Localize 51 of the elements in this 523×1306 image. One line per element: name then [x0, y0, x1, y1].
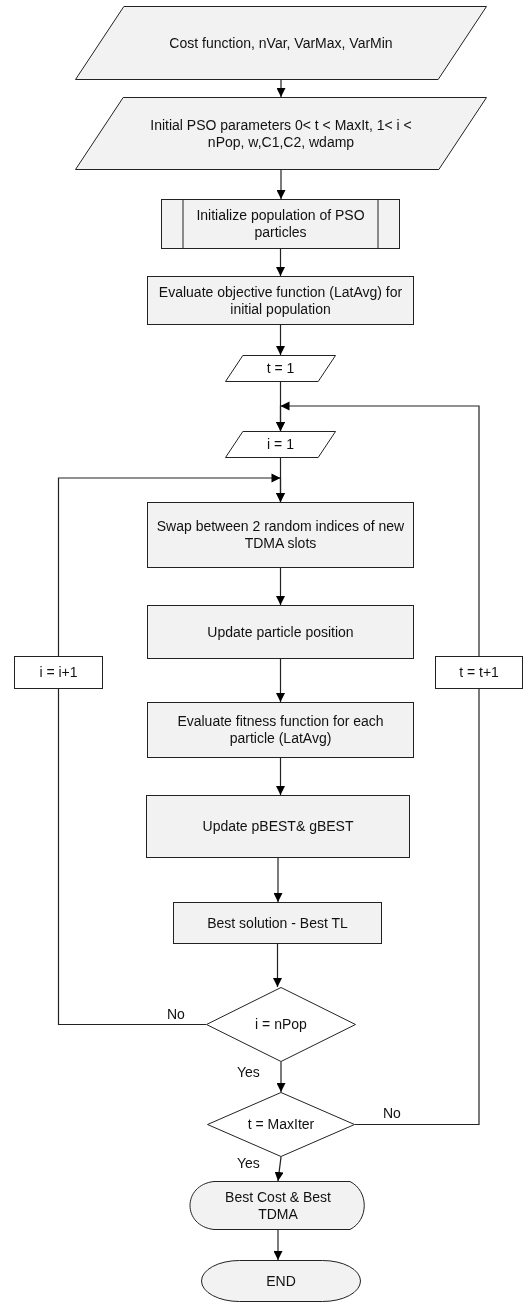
process-box [435, 656, 523, 689]
input-parallelogram [75, 6, 487, 80]
node-text: t = 1 [266, 360, 295, 377]
node-text: Evaluate fitness function for each particle (LatAvg) [176, 713, 385, 747]
arrow [276, 757, 285, 796]
arrow [273, 943, 282, 988]
edge-label: Yes [236, 1064, 261, 1080]
node-text: Best Cost & Best TDMA [224, 1188, 332, 1223]
edge-label: Yes [236, 1155, 261, 1171]
arrow [276, 1061, 286, 1093]
arrow [273, 1229, 283, 1261]
arrow [276, 567, 285, 606]
process-box [147, 276, 414, 325]
arrow [276, 169, 286, 200]
process-box [147, 502, 414, 568]
edge-label: No [166, 1006, 186, 1022]
decision-diamond [207, 1092, 355, 1157]
decision-diamond [206, 987, 356, 1062]
display-shape [190, 1181, 366, 1230]
input-parallelogram [225, 431, 336, 458]
node-text: Swap between 2 random indices of new TDMA slots [155, 518, 406, 552]
input-parallelogram [75, 97, 487, 170]
arrow [274, 1156, 284, 1182]
node-text: Initial PSO parameters 0< t < MaxIt, 1< i < nPop, w,C1,C2, wdamp [149, 116, 413, 151]
arrow [273, 857, 283, 903]
node-text: i = nPop [255, 1016, 307, 1033]
process-box [146, 795, 410, 858]
arrow [276, 248, 285, 277]
process-box [147, 605, 414, 659]
node-text: Evaluate objective function (LatAvg) for initial population [157, 283, 404, 318]
node-text: Cost function, nVar, VarMax, VarMin [169, 34, 393, 52]
arrow [276, 658, 285, 703]
node-text: END [266, 1272, 296, 1290]
node-text: i = 1 [267, 436, 294, 453]
predefined-process-box [161, 199, 400, 249]
node-text: Update pBEST& gBEST [202, 818, 354, 835]
node-text: Update particle position [207, 623, 354, 641]
connector-line [354, 688, 480, 1126]
edge-label: No [382, 1105, 402, 1121]
process-box [173, 902, 382, 944]
arrow [276, 79, 286, 98]
node-text: t = MaxIter [247, 1116, 315, 1133]
input-parallelogram [225, 355, 336, 382]
process-box [14, 656, 103, 689]
node-text: t = t+1 [459, 664, 499, 681]
node-text: i = i+1 [39, 664, 78, 681]
node-text: Initialize population of PSO particles [195, 207, 366, 241]
connector-line [57, 688, 207, 1026]
arrow [276, 324, 285, 356]
node-text: Best solution - Best TL [207, 914, 348, 932]
process-box [147, 702, 414, 758]
